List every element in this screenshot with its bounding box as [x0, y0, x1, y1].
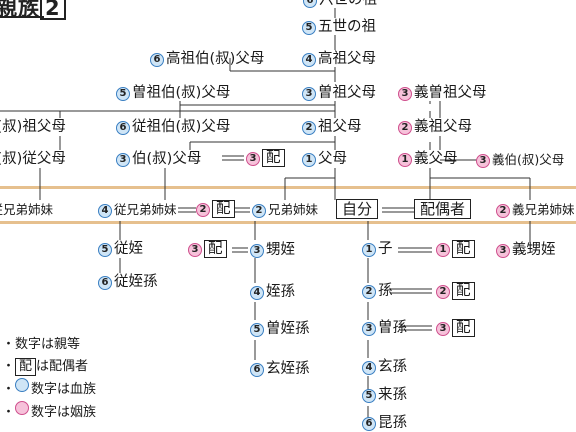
legend-inlaw: ・数字は姻族 — [2, 401, 96, 420]
node-self: 自分 — [336, 199, 379, 219]
generation-band-bottom — [0, 221, 576, 224]
inlaw-marker-icon — [15, 401, 30, 415]
legend-degree: ・数字は親等 — [2, 337, 81, 352]
blood-marker-icon — [15, 378, 30, 392]
node-parents-cousin: 伯(叔)従父母 — [0, 151, 66, 167]
legend-blood: ・数字は血族 — [2, 378, 96, 397]
legend-spouse: ・配は配偶者 — [2, 358, 89, 376]
title-underline — [0, 16, 44, 18]
node-grand-uncle: 伯(叔)祖父母 — [0, 119, 66, 135]
title-number: 2 — [40, 0, 66, 20]
generation-band-top — [0, 186, 576, 189]
node-second-cousins: 再従兄弟姉妹 — [0, 202, 54, 217]
node-spouse: 配偶者 — [414, 199, 472, 219]
title-text: 親族 — [0, 0, 40, 20]
